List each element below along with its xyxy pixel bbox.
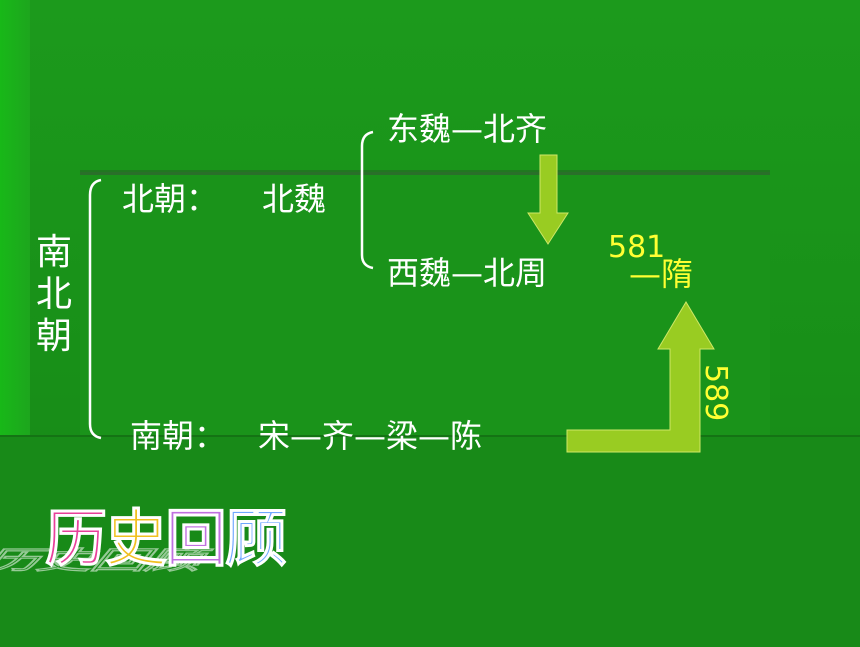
vertical-title-char: 朝 bbox=[35, 316, 72, 357]
down-arrow bbox=[527, 154, 569, 245]
vertical-title-char: 南 bbox=[35, 232, 72, 273]
north-value: 北魏 bbox=[262, 180, 327, 218]
south-label: 南朝： bbox=[130, 417, 227, 455]
wordart-char: 回 bbox=[165, 502, 228, 576]
south-value: 宋—齐—梁—陈 bbox=[258, 417, 483, 455]
left-brace bbox=[88, 178, 102, 440]
sui-label: —隋 bbox=[629, 255, 694, 293]
vertical-title-char: 北 bbox=[35, 274, 72, 315]
wordart-char: 顾 bbox=[225, 502, 288, 576]
vertical-title: 南 北 朝 bbox=[34, 232, 74, 358]
year-581: 581 bbox=[608, 230, 666, 265]
year-589: 589 bbox=[698, 364, 733, 422]
wordart-char: 历 bbox=[44, 502, 107, 576]
north-label: 北朝： bbox=[122, 180, 219, 218]
split-brace bbox=[360, 130, 374, 270]
wordart-title: 历史回顾 bbox=[44, 488, 288, 578]
back-panel bbox=[80, 170, 770, 472]
wordart-char: 史 bbox=[105, 502, 168, 576]
west-line: 西魏—北周 bbox=[387, 254, 548, 292]
l-arrow bbox=[566, 301, 715, 453]
bottom-panel bbox=[0, 435, 860, 647]
east-line: 东魏—北齐 bbox=[387, 110, 548, 148]
